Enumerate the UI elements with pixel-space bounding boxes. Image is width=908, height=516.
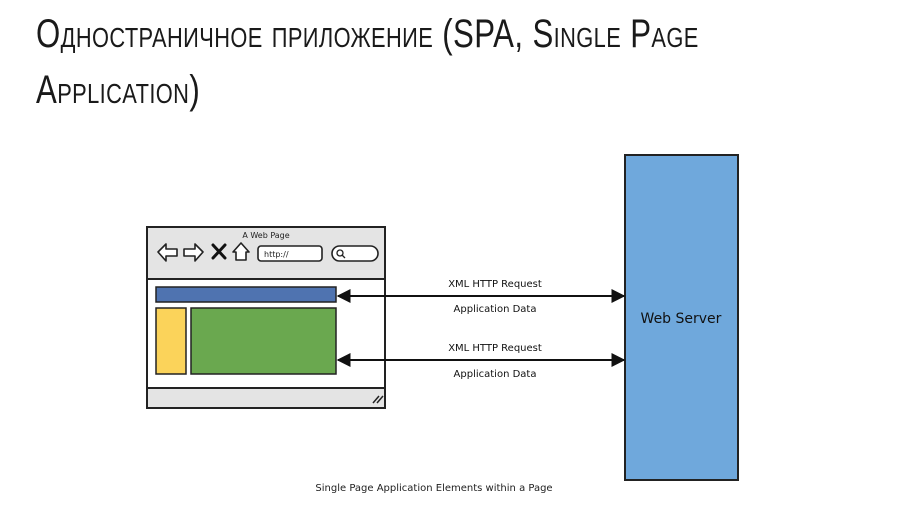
close-icon[interactable] [211, 243, 227, 260]
slide-title: Одностраничное приложение (SPA, Single P… [36, 6, 699, 118]
address-bar[interactable]: http:// [257, 245, 323, 262]
forward-arrow-icon[interactable] [183, 243, 204, 262]
connection-1-request-label: XML HTTP Request [448, 279, 542, 290]
spa-sidebar-element [155, 307, 187, 375]
web-server-label: Web Server [641, 311, 722, 327]
address-bar-text: http:// [264, 250, 289, 259]
connection-1: XML HTTP Request Application Data [336, 279, 626, 315]
browser-window: A Web Page http:// [146, 226, 386, 409]
spa-header-element [155, 286, 337, 303]
search-icon [336, 249, 346, 259]
search-field[interactable] [331, 245, 379, 262]
browser-status-bar [146, 387, 386, 409]
connection-2: XML HTTP Request Application Data [336, 343, 626, 380]
resize-grip-icon[interactable] [372, 395, 384, 404]
web-server: Web Server [624, 154, 739, 481]
slide-title-line-2: Application) [36, 68, 201, 112]
browser-window-title: A Web Page [242, 231, 289, 240]
connection-2-response-label: Application Data [454, 369, 537, 380]
slide-title-line-1: Одностраничное приложение (SPA, Single P… [36, 12, 699, 56]
back-arrow-icon[interactable] [157, 243, 178, 262]
connection-1-response-label: Application Data [454, 304, 537, 315]
diagram-caption: Single Page Application Elements within … [315, 483, 553, 494]
spa-content-element [190, 307, 337, 375]
home-icon[interactable] [232, 242, 250, 261]
connection-2-request-label: XML HTTP Request [448, 343, 542, 354]
